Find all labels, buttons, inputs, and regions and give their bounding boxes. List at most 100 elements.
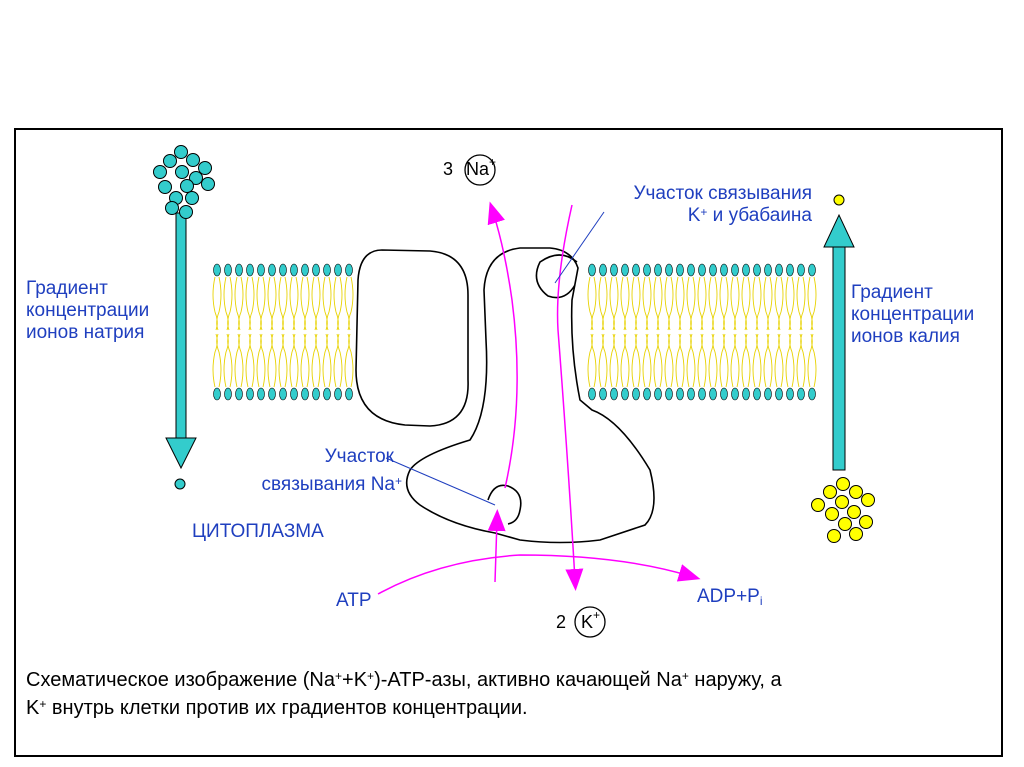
lipid-tail xyxy=(675,276,685,331)
lipid-head xyxy=(643,387,651,401)
ion xyxy=(180,179,194,193)
protein-pump-body xyxy=(405,247,655,544)
lipid-head xyxy=(621,263,629,277)
lipid-head xyxy=(797,387,805,401)
lipid-head xyxy=(290,263,298,277)
lipid-head xyxy=(731,263,739,277)
lipid-tail xyxy=(333,276,343,331)
lipid-tail xyxy=(741,333,751,388)
lipid-head xyxy=(610,263,618,277)
lipid-head xyxy=(235,263,243,277)
lipid-bilayer-left xyxy=(212,263,354,401)
potassium-binding-pocket xyxy=(535,254,578,299)
ion xyxy=(186,153,200,167)
lipid-tail xyxy=(807,276,817,331)
lipid-tail xyxy=(598,333,608,388)
lipid-head xyxy=(621,387,629,401)
sodium-out-circle xyxy=(464,154,496,186)
lipid-tail xyxy=(278,333,288,388)
lipid-tail xyxy=(267,333,277,388)
lipid-head xyxy=(786,263,794,277)
lipid-tail xyxy=(223,276,233,331)
lipid-head xyxy=(632,387,640,401)
atp-hydrolysis-arrow xyxy=(377,554,701,595)
lipid-head xyxy=(797,263,805,277)
lipid-tail xyxy=(223,333,233,388)
lipid-tail xyxy=(796,276,806,331)
lipid-head xyxy=(268,263,276,277)
adp-pi-label: ADP+Pi xyxy=(697,586,763,608)
lipid-head xyxy=(687,263,695,277)
lipid-tail xyxy=(234,333,244,388)
lipid-head xyxy=(632,263,640,277)
ion xyxy=(185,191,199,205)
lipid-head xyxy=(224,263,232,277)
lipid-tail xyxy=(587,276,597,331)
lipid-tail xyxy=(675,333,685,388)
lipid-tail xyxy=(267,276,277,331)
potassium-gradient-arrow xyxy=(823,213,855,471)
lipid-head xyxy=(246,387,254,401)
ion xyxy=(165,201,179,215)
lipid-head xyxy=(279,263,287,277)
ion xyxy=(158,180,172,194)
ion xyxy=(849,485,863,499)
lipid-tail xyxy=(289,333,299,388)
caption-line-1: Схематическое изображение (Na++K+)-ATP-а… xyxy=(26,669,782,691)
lipid-head xyxy=(720,263,728,277)
lipid-head xyxy=(599,387,607,401)
lipid-tail xyxy=(774,276,784,331)
potassium-influx-arrow xyxy=(556,204,584,591)
lipid-tail xyxy=(664,276,674,331)
lipid-tail xyxy=(697,276,707,331)
lipid-tail xyxy=(609,333,619,388)
lipid-head xyxy=(753,387,761,401)
potassium-in-label: 2 K+ xyxy=(556,608,601,632)
lipid-head xyxy=(279,387,287,401)
lipid-head xyxy=(698,263,706,277)
lipid-head xyxy=(334,263,342,277)
lipid-tail xyxy=(631,333,641,388)
lipid-tail xyxy=(664,333,674,388)
lipid-head xyxy=(599,263,607,277)
lipid-head xyxy=(709,387,717,401)
sodium-binding-arrow xyxy=(487,509,506,583)
potassium-ion-single xyxy=(833,194,845,206)
lipid-tail xyxy=(620,276,630,331)
ion xyxy=(847,505,861,519)
lipid-head xyxy=(268,387,276,401)
lipid-head xyxy=(213,263,221,277)
k-binding-site-label: Участок связывания K+ и убабаина xyxy=(633,183,812,226)
lipid-head xyxy=(301,387,309,401)
potassium-in-circle xyxy=(574,606,606,638)
lipid-tail xyxy=(741,276,751,331)
ion xyxy=(175,165,189,179)
lipid-tail xyxy=(300,276,310,331)
ion xyxy=(163,154,177,168)
lipid-tail xyxy=(653,276,663,331)
lipid-head xyxy=(312,263,320,277)
lipid-head xyxy=(742,263,750,277)
lipid-tail xyxy=(245,333,255,388)
lipid-head xyxy=(808,387,816,401)
k-site-leader-line xyxy=(554,211,605,284)
lipid-tail xyxy=(587,333,597,388)
lipid-head xyxy=(235,387,243,401)
lipid-tail xyxy=(245,276,255,331)
lipid-tail xyxy=(763,276,773,331)
protein-channel-left xyxy=(355,249,469,427)
lipid-tail xyxy=(708,276,718,331)
lipid-tail xyxy=(344,276,354,331)
lipid-tail xyxy=(344,333,354,388)
sodium-ion-cluster xyxy=(153,145,215,219)
atp-label: ATP xyxy=(336,590,372,611)
lipid-tail xyxy=(752,276,762,331)
sodium-binding-pocket xyxy=(487,484,522,525)
lipid-head xyxy=(808,263,816,277)
lipid-head xyxy=(301,263,309,277)
lipid-head xyxy=(213,387,221,401)
lipid-tail xyxy=(708,333,718,388)
lipid-head xyxy=(224,387,232,401)
lipid-tail xyxy=(752,333,762,388)
